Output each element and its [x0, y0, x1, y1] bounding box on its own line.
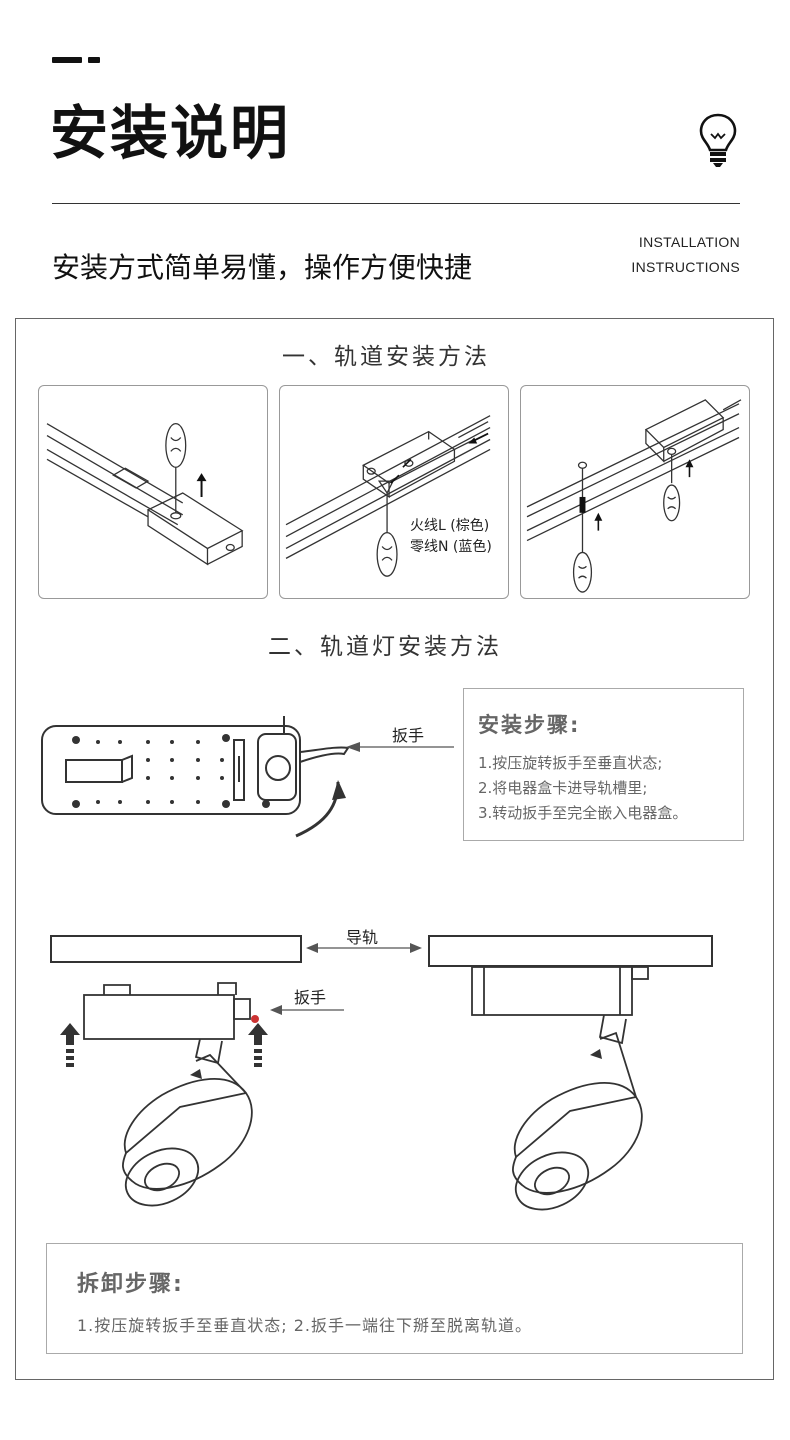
instruction-frame [15, 318, 774, 1380]
removal-steps-title: 拆卸步骤: [77, 1272, 184, 1297]
adapter-top-view-illustration [38, 712, 358, 842]
track-rail-right [428, 935, 713, 967]
rail-label: 导轨 [346, 928, 379, 947]
english-heading: INSTALLATION INSTRUCTIONS [631, 230, 740, 280]
install-step-1: 1.按压旋转扳手至垂直状态; [478, 754, 663, 772]
track-install-step-2-illustration [279, 385, 509, 599]
removal-steps-box: 拆卸步骤: 1.按压旋转扳手至垂直状态; 2.扳手一端往下掰至脱离轨道。 [46, 1243, 743, 1354]
section-title-lamp-install: 二、轨道灯安装方法 [268, 634, 502, 660]
install-step-3: 3.转动扳手至完全嵌入电器盒。 [478, 804, 688, 822]
spotlight-mounted-illustration [470, 966, 690, 1217]
track-install-step-1-illustration [38, 385, 268, 599]
track-rail-left [50, 935, 302, 963]
install-steps-box: 安装步骤: 1.按压旋转扳手至垂直状态; 2.将电器盒卡进导轨槽里; 3.转动扳… [463, 688, 744, 841]
install-step-2: 2.将电器盒卡进导轨槽里; [478, 779, 648, 797]
neutral-wire-label: 零线N (蓝色) [410, 539, 492, 555]
wrench-pointer-arrow-icon [346, 742, 454, 752]
page-title: 安装说明 [50, 99, 291, 167]
english-heading-line-2: INSTRUCTIONS [631, 259, 740, 275]
page-subtitle: 安装方式简单易懂，操作方便快捷 [52, 251, 473, 284]
spotlight-before-mount-illustration [50, 975, 280, 1215]
light-bulb-icon [699, 113, 737, 167]
track-install-step-3-illustration [520, 385, 750, 599]
header-accent-dash [52, 57, 100, 63]
wrench-label-top: 扳手 [392, 726, 425, 745]
live-wire-label: 火线L (棕色) [410, 518, 490, 534]
wrench-label-side: 扳手 [294, 988, 327, 1007]
install-steps-title: 安装步骤: [478, 713, 581, 737]
wrench-side-arrow-icon [270, 1005, 344, 1015]
section-title-track-install: 一、轨道安装方法 [282, 344, 490, 370]
rail-double-arrow-icon [306, 943, 422, 953]
removal-steps-text: 1.按压旋转扳手至垂直状态; 2.扳手一端往下掰至脱离轨道。 [77, 1316, 533, 1335]
english-heading-line-1: INSTALLATION [638, 234, 740, 250]
header-divider [52, 203, 740, 204]
